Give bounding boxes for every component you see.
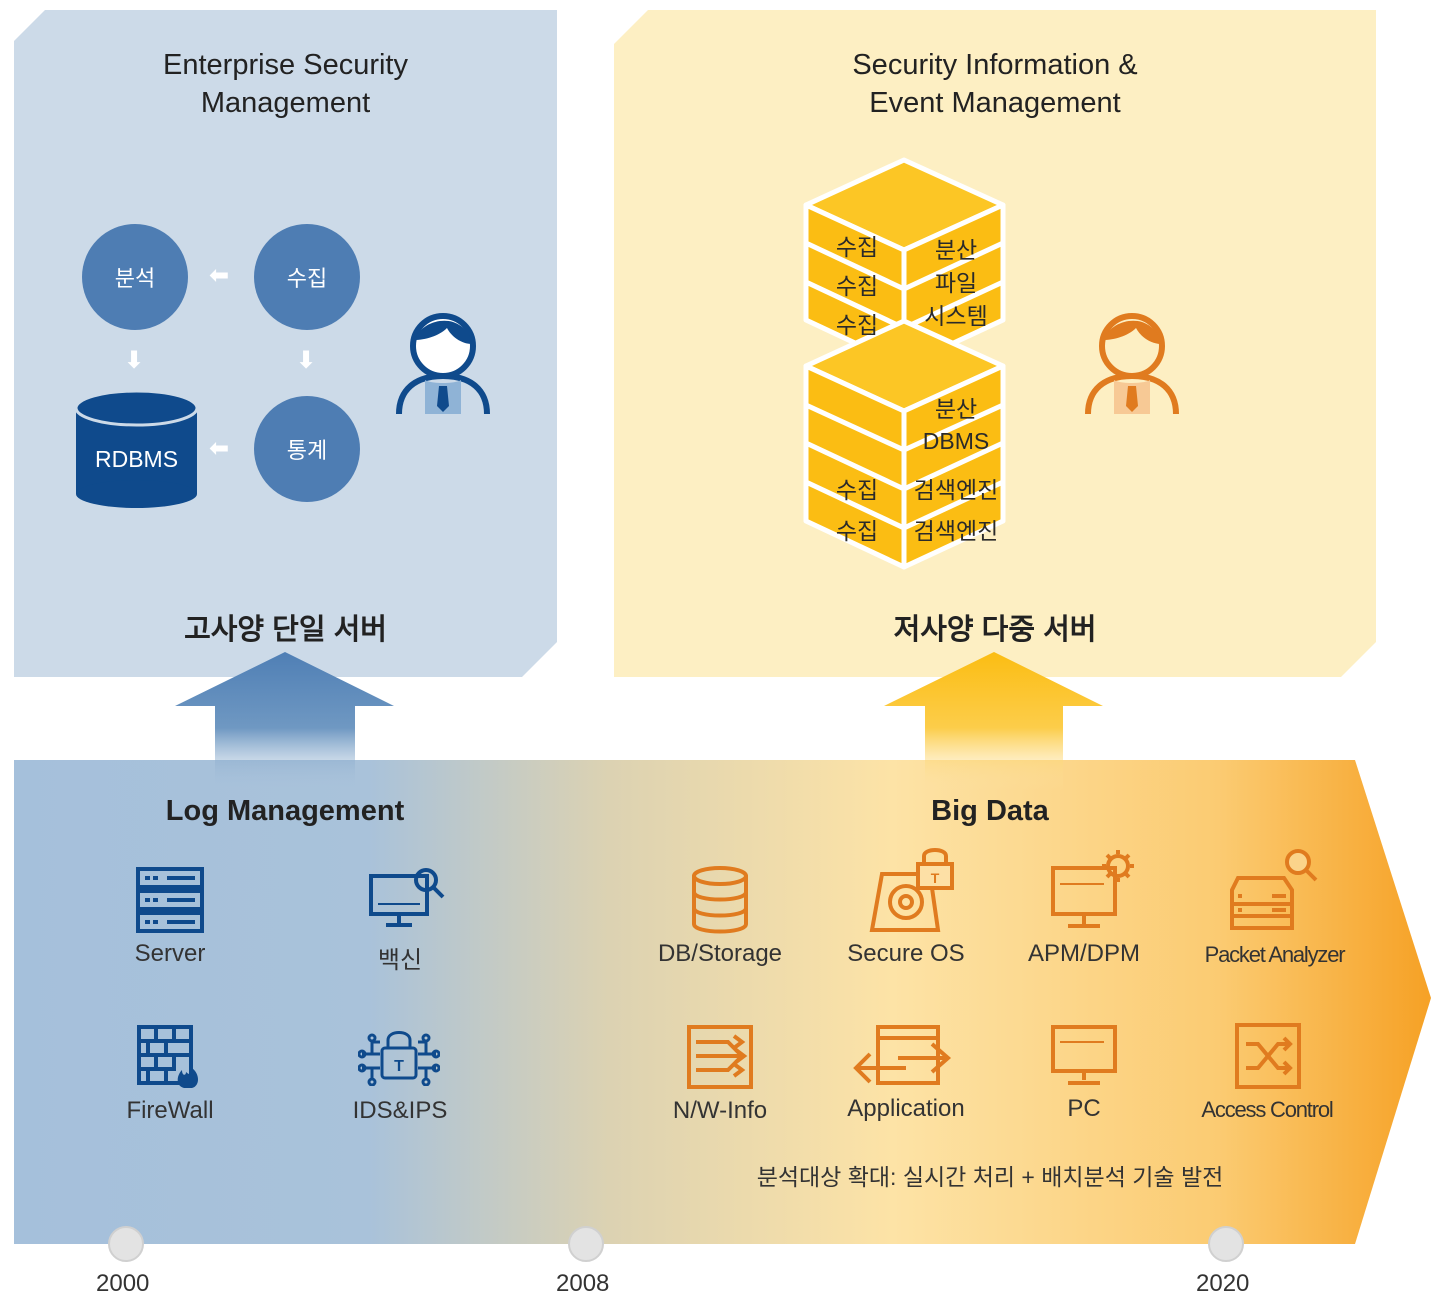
access-control-icon (1235, 1023, 1301, 1089)
big-data-title: Big Data (931, 795, 1049, 827)
stack-bottom-left: 수집 수집 (822, 470, 892, 552)
stack-top-left: 수집 수집 수집 (822, 228, 892, 345)
year-2008: 2008 (556, 1270, 610, 1297)
stack-bottom-right-text: 검색엔진 (913, 477, 999, 503)
esm-title-line2: Management (200, 87, 371, 119)
server-icon (136, 867, 204, 933)
rdbms-label: RDBMS (94, 446, 179, 472)
year-2020: 2020 (1196, 1270, 1250, 1297)
cube-stack-bottom (803, 318, 1006, 570)
packet-analyzer-label: Packet Analyzer (1204, 942, 1346, 967)
db-storage-label: DB/Storage (657, 940, 783, 967)
arrow-down-icon: ⬇ (296, 347, 317, 374)
siem-title: Security Information & Event Management (614, 46, 1376, 122)
stats-circle: 통계 (254, 396, 360, 502)
stats-label: 통계 (286, 438, 328, 463)
apm-monitor-icon (1051, 850, 1134, 928)
apm-dpm-label: APM/DPM (1027, 940, 1140, 967)
stack-top-right-text: 분산 (934, 237, 978, 263)
firewall-icon (137, 1025, 198, 1088)
arrow-left-icon: ⬅ (209, 435, 230, 462)
secure-os-label: Secure OS (847, 940, 965, 967)
up-arrow-yellow (884, 652, 1103, 790)
nw-info-label: N/W-Info (672, 1097, 768, 1124)
packet-analyzer-icon (1230, 849, 1318, 930)
application-icon (853, 1025, 952, 1085)
server-label: Server (134, 940, 206, 967)
secure-os-icon: T (869, 848, 954, 932)
esm-title-line1: Enterprise Security (163, 49, 408, 81)
stack-bottom-right-text: 분산 (934, 396, 978, 422)
stack-top-left-text: 수집 (835, 234, 879, 260)
log-management-title: Log Management (165, 795, 405, 827)
stack-bottom-left-text: 수집 (835, 518, 879, 544)
rdbms-cylinder (74, 389, 199, 508)
database-storage-icon (692, 866, 748, 934)
stack-top-right-text: 파일 (934, 270, 978, 296)
arrow-left-icon: ⬅ (209, 262, 230, 289)
timeline-band (14, 760, 1431, 1244)
stack-top-right: 분산 파일 시스템 (914, 234, 998, 333)
stack-bottom-left-text: 수집 (835, 477, 879, 503)
stack-top-left-text: 수집 (835, 312, 879, 338)
siem-title-line1: Security Information & (852, 49, 1138, 81)
stack-bottom-right-text: 검색엔진 (913, 518, 999, 544)
access-control-label: Access Control (1201, 1097, 1333, 1122)
pc-icon (1051, 1025, 1117, 1085)
siem-title-line2: Event Management (869, 87, 1121, 119)
esm-server-label: 고사양 단일 서버 (184, 614, 387, 646)
antivirus-monitor-icon (369, 868, 445, 927)
network-info-icon (687, 1025, 753, 1089)
user-icon (1085, 313, 1179, 415)
stack-bottom-right: 검색엔진 검색엔진 (906, 470, 1006, 552)
stack-bottom-right-text: DBMS (922, 428, 990, 454)
arrow-down-icon: ⬇ (124, 347, 145, 374)
year-2000: 2000 (96, 1270, 150, 1297)
svg-text:T: T (931, 870, 940, 886)
analysis-circle: 분석 (82, 224, 188, 330)
cube-stack-top (803, 157, 1006, 369)
collect-label: 수집 (286, 266, 328, 291)
up-arrow-blue (175, 652, 394, 790)
big-data-caption: 분석대상 확대: 실시간 처리 + 배치분석 기술 발전 (756, 1164, 1224, 1190)
timeline-dot (1208, 1226, 1244, 1262)
esm-panel (14, 10, 557, 677)
analysis-label: 분석 (114, 266, 156, 291)
pc-label: PC (1067, 1095, 1101, 1122)
application-label: Application (847, 1095, 965, 1122)
user-icon (396, 313, 490, 415)
esm-title: Enterprise Security Management (14, 46, 557, 122)
ids-ips-label: IDS&IPS (352, 1097, 448, 1124)
antivirus-label: 백신 (377, 947, 423, 974)
ids-ips-lock-icon: T (358, 1031, 440, 1086)
collect-circle: 수집 (254, 224, 360, 330)
firewall-label: FireWall (126, 1097, 214, 1124)
stack-top-right-text: 시스템 (924, 303, 988, 329)
stack-bottom-right-top: 분산 DBMS (910, 393, 1002, 457)
timeline-dot (568, 1226, 604, 1262)
stack-top-left-text: 수집 (835, 273, 879, 299)
svg-text:T: T (394, 1058, 404, 1075)
siem-server-label: 저사양 다중 서버 (893, 614, 1097, 646)
timeline-dot (108, 1226, 144, 1262)
